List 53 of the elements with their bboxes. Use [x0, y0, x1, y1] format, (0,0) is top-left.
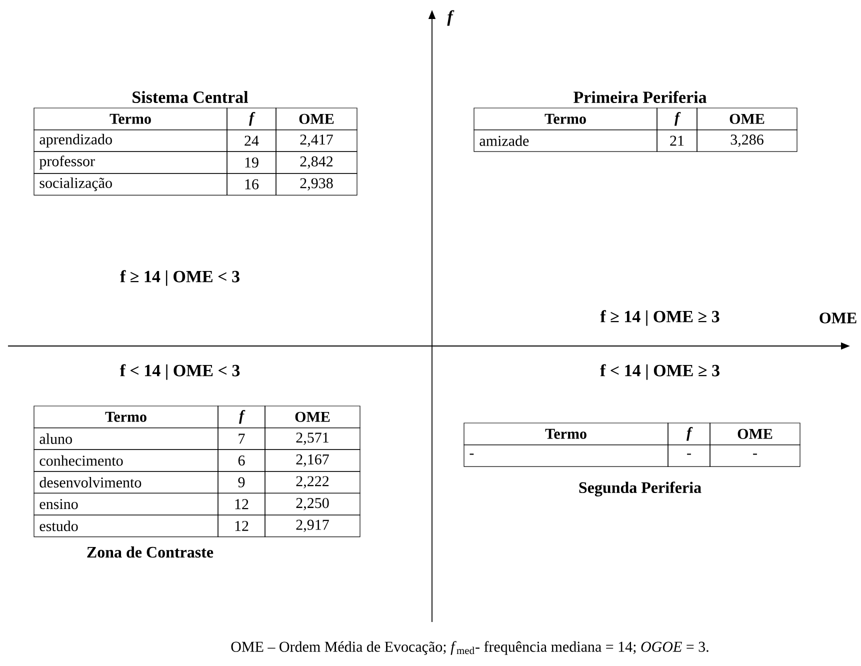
table-cell: 12 [218, 492, 266, 516]
caption: OME – Ordem Média de Evocação; f$_{med}$- frequência mediana = 14; OGOE = 3. [231, 641, 708, 655]
table-cell: Termo [34, 108, 228, 130]
table-cell: 6 [218, 449, 266, 472]
table-cell: Termo [34, 406, 218, 428]
table-cell: 2,842 [276, 151, 358, 174]
table-cell: Termo [474, 108, 658, 130]
table-cell: - [710, 444, 800, 467]
condition-label: f < 14 | OME < 3 [120, 364, 240, 380]
table-cell: 9 [218, 471, 266, 494]
table-title: Sistema Central [132, 91, 248, 103]
condition-label: f ≥ 14 | OME < 3 [120, 270, 240, 286]
table-cell: 2,250 [264, 492, 360, 516]
table-cell: OME [276, 108, 358, 130]
table-cell: 2,417 [276, 130, 358, 152]
table-cell: - [668, 444, 710, 467]
table-cell: estudo [34, 514, 218, 538]
table-cell: f [218, 406, 266, 428]
table-cell: Termo [464, 422, 668, 446]
table-cell: conhecimento [34, 449, 218, 472]
table-cell: 2,222 [264, 471, 360, 494]
table-cell: OME [710, 422, 800, 446]
table-cell: f [668, 422, 710, 446]
table-cell: 12 [218, 514, 266, 538]
table-cell: 7 [218, 428, 266, 450]
table-cell: ensino [34, 492, 218, 516]
table-cell: 21 [656, 130, 698, 152]
table-cell: 16 [226, 173, 276, 196]
table-cell: 2,167 [264, 449, 360, 472]
table-cell: aprendizado [34, 130, 228, 152]
table-title: Primeira Periferia [574, 90, 707, 104]
axis-label: OME [820, 312, 856, 324]
table-cell: f [226, 108, 276, 130]
condition-label: f ≥ 14 | OME ≥ 3 [600, 310, 720, 326]
table-cell: 3,286 [696, 130, 798, 152]
table-cell: 2,938 [276, 173, 358, 196]
table-cell: 19 [226, 151, 276, 174]
table-cell: f [656, 108, 698, 130]
table-cell: professor [34, 151, 228, 174]
condition-label: f < 14 | OME ≥ 3 [600, 364, 720, 380]
table-cell: desenvolvimento [34, 471, 218, 494]
table-title: Segunda Periferia [579, 482, 702, 496]
table-cell: OME [264, 406, 360, 428]
table-cell: socialização [34, 173, 228, 196]
table-cell: 2,571 [264, 428, 360, 450]
table-cell: 24 [226, 130, 276, 152]
table-cell: - [464, 444, 668, 467]
table-cell: amizade [474, 130, 658, 152]
axis-label: f [447, 10, 454, 26]
table-cell: OME [696, 108, 798, 130]
table-title: Zona de Contraste [87, 546, 214, 558]
table-cell: 2,917 [264, 514, 360, 538]
table-cell: aluno [34, 428, 218, 450]
